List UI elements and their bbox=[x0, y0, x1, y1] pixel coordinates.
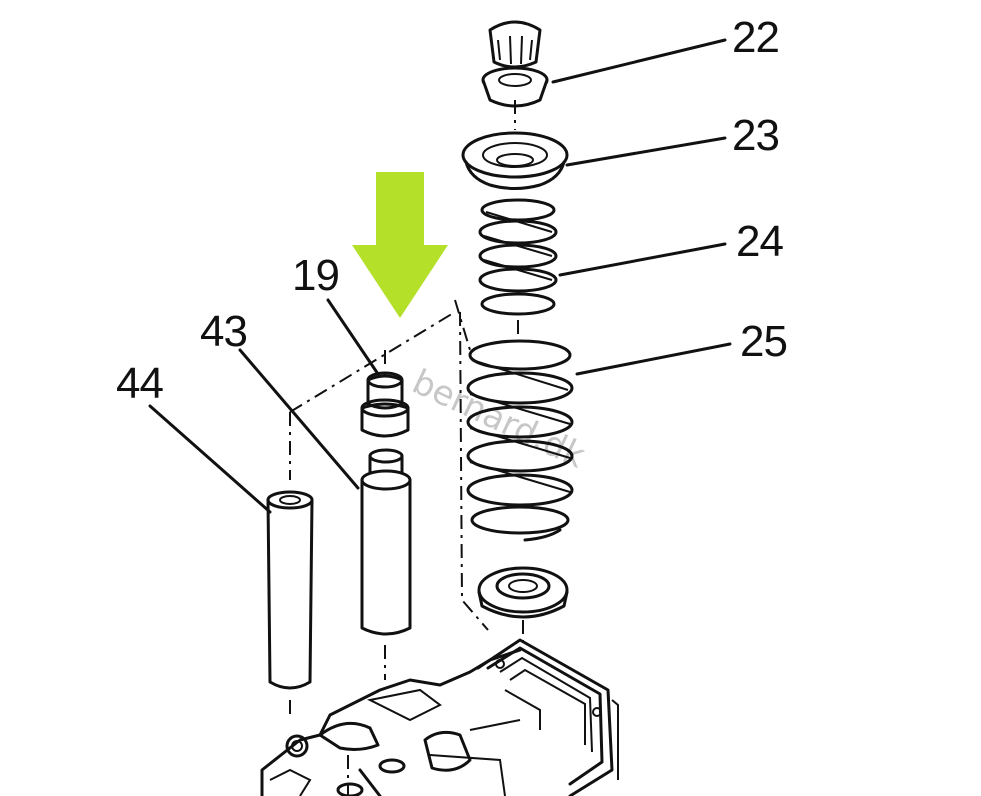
part-44-tube bbox=[266, 490, 314, 690]
part-43-cylinder bbox=[360, 448, 412, 636]
callout-25: 25 bbox=[740, 317, 787, 366]
callout-24: 24 bbox=[736, 217, 783, 266]
part-22-valve-seat bbox=[481, 20, 549, 108]
spring-lower-seat bbox=[477, 566, 569, 619]
callout-19: 19 bbox=[292, 251, 339, 300]
highlight-down-arrow-icon bbox=[352, 172, 448, 318]
leader-lines bbox=[148, 38, 732, 514]
callout-43: 43 bbox=[200, 307, 247, 356]
part-19-highlighted bbox=[360, 371, 410, 438]
valve-housing-base bbox=[260, 638, 619, 796]
callout-23: 23 bbox=[732, 111, 779, 160]
callout-22: 22 bbox=[732, 13, 779, 62]
part-25-outer-spring bbox=[466, 339, 574, 542]
part-24-inner-spring bbox=[478, 198, 558, 316]
part-23-spring-cap bbox=[461, 131, 569, 190]
callout-44: 44 bbox=[116, 359, 163, 408]
